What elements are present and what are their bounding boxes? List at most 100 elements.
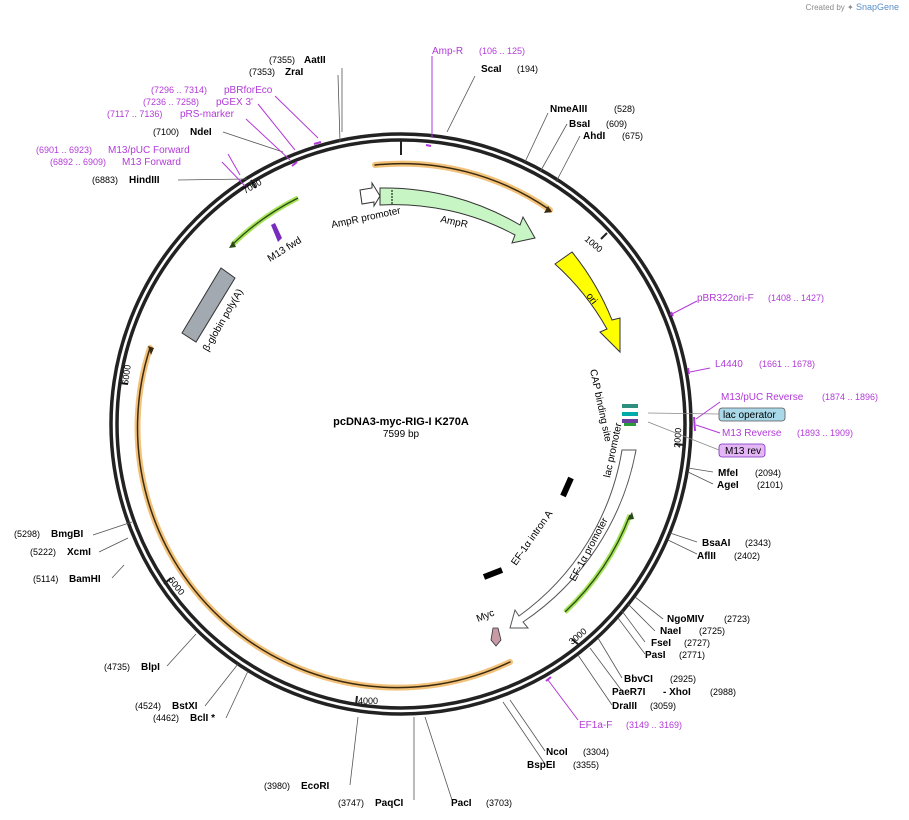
watermark-prefix: Created by	[805, 3, 845, 12]
cap-site-block	[622, 404, 638, 408]
enzyme-name: AflII	[697, 551, 716, 562]
ori-arrow	[554, 251, 621, 354]
primer-range: (1661 .. 1678)	[759, 359, 815, 369]
enzyme-name: PaqCI	[375, 798, 404, 809]
primer-range: (7236 .. 7258)	[143, 97, 199, 107]
enzyme-name: BstXI	[172, 701, 198, 712]
primer-leaders	[221, 56, 721, 721]
lac-operator-block	[622, 412, 638, 416]
primer-range: (1874 .. 1896)	[822, 392, 878, 402]
primer-name: pBR322ori-F	[697, 293, 754, 304]
green-arrowhead-2	[627, 512, 634, 520]
enzyme-labels: (7355) AatII (7353) ZraI ScaI (194) NmeA…	[14, 55, 783, 809]
m13-rev-block	[622, 419, 638, 423]
enzyme-name: NdeI	[190, 127, 212, 138]
tick-label-4000: 4000	[358, 696, 378, 706]
primer-range: (1893 .. 1909)	[797, 428, 853, 438]
enzyme-pos: (4524)	[135, 701, 161, 711]
enzyme-name: EcoRI	[301, 781, 330, 792]
primer-range: (6892 .. 6909)	[50, 157, 106, 167]
enzyme-name: AhdI	[583, 131, 605, 142]
enzyme-name: AatII	[304, 55, 326, 66]
enzyme-name: ScaI	[481, 64, 502, 75]
enzyme-pos: (3059)	[650, 701, 676, 711]
enzyme-pos: (2094)	[755, 468, 781, 478]
m13-rev-leader	[647, 421, 720, 451]
enzyme-name: NaeI	[660, 626, 681, 637]
enzyme-name: BmgBI	[51, 529, 83, 540]
enzyme-name: HindIII	[129, 175, 160, 186]
enzyme-pos: (2723)	[724, 614, 750, 624]
m13-fwd-label: M13 fwd	[266, 235, 304, 264]
enzyme-pos: (3747)	[338, 798, 364, 808]
enzyme-name: PacI	[451, 798, 472, 809]
orange-feature-arcs	[134, 160, 553, 691]
primer-range: (6901 .. 6923)	[36, 145, 92, 155]
enzyme-pos: (3703)	[486, 798, 512, 808]
primer-name: M13 Reverse	[722, 428, 782, 439]
orange-arrowhead-1	[544, 206, 552, 213]
enzyme-pos: (7355)	[269, 55, 295, 65]
primer-name: EF1a-F	[579, 720, 612, 731]
ori-label: ori	[584, 291, 600, 307]
myc-label: Myc	[475, 608, 496, 625]
enzyme-pos: (2725)	[699, 626, 725, 636]
enzyme-name: FseI	[651, 638, 671, 649]
enzyme-name: PaeR7I	[612, 687, 646, 698]
enzyme-pos: (6883)	[92, 175, 118, 185]
enzyme-name: - XhoI	[663, 687, 691, 698]
primer-labels: Amp-R (106 .. 125) (7296 .. 7314) pBRfor…	[36, 46, 878, 731]
snapgene-logo-icon: ✦	[847, 3, 854, 12]
lac-promoter-arrow	[509, 449, 637, 629]
m13-fwd-feature	[271, 223, 282, 242]
ef1a-promoter-label: EF-1α promoter	[568, 516, 611, 584]
enzyme-leaders	[92, 68, 714, 801]
enzyme-pos: (4735)	[104, 662, 130, 672]
enzyme-pos: (7100)	[153, 127, 179, 137]
plasmid-name: pcDNA3-myc-RIG-I K270A	[333, 416, 469, 428]
enzyme-pos: (5222)	[30, 547, 56, 557]
enzyme-pos: (609)	[606, 119, 627, 129]
enzyme-name: AgeI	[717, 480, 739, 491]
enzyme-pos: (2727)	[684, 638, 710, 648]
enzyme-name: NmeAIII	[550, 104, 587, 115]
lac-promoter-mark	[624, 423, 636, 426]
primer-name: Amp-R	[432, 46, 463, 57]
enzyme-pos: (3355)	[573, 760, 599, 770]
tick-marks	[118, 141, 685, 706]
primer-name: M13/pUC Forward	[108, 145, 190, 156]
enzyme-name: BbvCI	[624, 674, 653, 685]
lac-operator-label: lac operator	[723, 410, 776, 421]
enzyme-pos: (2925)	[670, 674, 696, 684]
cap-binding-site-label: CAP binding site	[587, 368, 613, 443]
ampr-promoter-arrow	[359, 181, 381, 208]
enzyme-pos: (2343)	[745, 538, 771, 548]
primer-name: pRS-marker	[180, 109, 235, 120]
enzyme-pos: (7353)	[249, 67, 275, 77]
enzyme-name: ZraI	[285, 67, 304, 78]
backbone-ring	[109, 132, 693, 716]
m13-rev-label: M13 rev	[725, 446, 761, 457]
plasmid-length: 7599 bp	[383, 429, 420, 440]
myc-feature	[490, 627, 502, 647]
enzyme-pos: (2771)	[679, 650, 705, 660]
enzyme-pos: (4462)	[153, 713, 179, 723]
green-feature-arcs	[230, 195, 633, 614]
enzyme-pos: (5114)	[33, 574, 58, 584]
tick-label-2000: 2000	[672, 427, 683, 448]
primer-range: (1408 .. 1427)	[768, 293, 824, 303]
enzyme-pos: (3304)	[583, 747, 609, 757]
enzyme-name: BsaAI	[702, 538, 731, 549]
enzyme-pos: (194)	[517, 64, 538, 74]
enzyme-pos: (2988)	[710, 687, 736, 697]
primer-name: L4440	[715, 359, 743, 370]
watermark-brand: SnapGene	[855, 2, 899, 12]
lac-operator-leader	[647, 412, 720, 415]
green-arrowhead-1	[229, 241, 236, 248]
enzyme-pos: (5298)	[14, 529, 40, 539]
enzyme-name: BspEI	[527, 760, 556, 771]
enzyme-name: BlpI	[141, 662, 160, 673]
ampr-arrow	[379, 187, 536, 244]
enzyme-name: XcmI	[67, 547, 91, 558]
